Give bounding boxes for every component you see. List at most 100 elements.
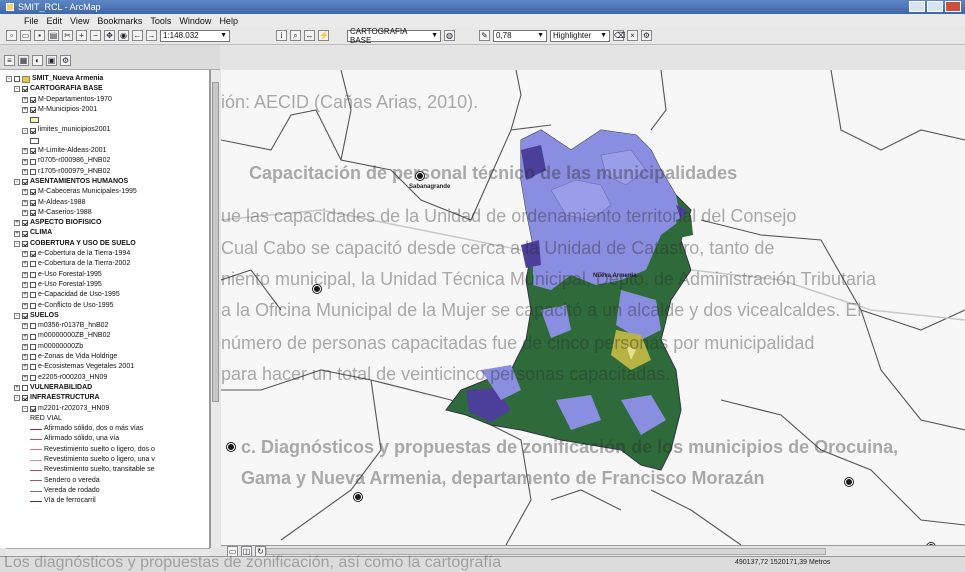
toc-row[interactable]: -COBERTURA Y USO DE SUELO: [6, 239, 207, 249]
toc-row[interactable]: +ASPECTO BIOFISICO: [6, 218, 207, 228]
toc-row[interactable]: -ASENTAMIENTOS HUMANOS: [6, 177, 207, 187]
list-by-visibility-icon[interactable]: ◐: [32, 55, 43, 66]
globe-icon[interactable]: ◍: [444, 30, 455, 41]
toc-row[interactable]: +e-Conflicto de Uso-1995: [6, 301, 207, 311]
expand-icon[interactable]: +: [22, 107, 28, 114]
menu-window[interactable]: Window: [179, 15, 212, 26]
toc-row[interactable]: -SUELOS: [6, 311, 207, 321]
layer-visibility-checkbox[interactable]: [22, 220, 28, 227]
toc-row[interactable]: [6, 136, 207, 146]
expand-icon[interactable]: +: [22, 251, 28, 258]
toc-row[interactable]: Afirmado sólido, dos o más vías: [6, 424, 207, 434]
layer-visibility-checkbox[interactable]: [22, 385, 28, 392]
city-marker[interactable]: [227, 443, 235, 451]
toc-row[interactable]: +M-Aldeas-1988: [6, 198, 207, 208]
expand-icon[interactable]: +: [22, 158, 28, 165]
layer-visibility-checkbox[interactable]: [22, 230, 28, 237]
toc-row[interactable]: -m2201-r202073_HN09: [6, 404, 207, 414]
toc-row[interactable]: +M-Cabeceras Municipales-1995: [6, 187, 207, 197]
expand-icon[interactable]: +: [22, 261, 28, 268]
collapse-icon[interactable]: -: [6, 76, 12, 83]
expand-icon[interactable]: +: [22, 96, 28, 103]
expand-icon[interactable]: +: [22, 323, 28, 330]
expand-icon[interactable]: +: [22, 148, 28, 155]
find-icon[interactable]: ⌕: [290, 30, 301, 41]
menu-tools[interactable]: Tools: [150, 15, 172, 26]
toc-row[interactable]: -SMIT_Nueva Armenia: [6, 74, 207, 84]
scale-combo[interactable]: 1:148.032▼: [160, 29, 230, 42]
layer-visibility-checkbox[interactable]: [14, 76, 20, 83]
expand-icon[interactable]: +: [22, 374, 28, 381]
expand-icon[interactable]: +: [22, 343, 28, 350]
toc-row[interactable]: -limites_municipios2001: [6, 125, 207, 135]
expand-icon[interactable]: +: [22, 364, 28, 371]
toc-row[interactable]: Vía de ferrocarril: [6, 496, 207, 506]
city-marker[interactable]: [845, 478, 853, 486]
toc-row[interactable]: +e-Cobertura de la Tierra-2002: [6, 259, 207, 269]
print-icon[interactable]: ▤: [48, 30, 59, 41]
clear-icon[interactable]: ×: [627, 30, 638, 41]
toc-row[interactable]: +r0705-r000986_HNB02: [6, 156, 207, 166]
layer-visibility-checkbox[interactable]: [30, 302, 36, 309]
measure-icon[interactable]: ↔: [304, 30, 315, 41]
hyperlink-icon[interactable]: ⚡: [318, 30, 329, 41]
minimize-button[interactable]: [909, 1, 925, 12]
layer-visibility-checkbox[interactable]: [30, 292, 36, 299]
city-marker[interactable]: [313, 285, 321, 293]
toc-row[interactable]: +M-Departamentos-1970: [6, 95, 207, 105]
layer-visibility-checkbox[interactable]: [30, 333, 36, 340]
toc-row[interactable]: +e-Uso Forestal-1995: [6, 270, 207, 280]
map-view[interactable]: ión: AECID (Cañas Arias, 2010). Capacita…: [221, 70, 965, 545]
layer-visibility-checkbox[interactable]: [22, 312, 28, 319]
collapse-icon[interactable]: -: [14, 395, 20, 402]
expand-icon[interactable]: +: [14, 230, 20, 237]
toc-row[interactable]: +m0356-r0137B_hnB02: [6, 321, 207, 331]
expand-icon[interactable]: +: [14, 385, 20, 392]
toc-row[interactable]: RED VIAL: [6, 414, 207, 424]
collapse-icon[interactable]: -: [14, 312, 20, 319]
pen-icon[interactable]: ✎: [479, 30, 490, 41]
layer-visibility-checkbox[interactable]: [30, 364, 36, 371]
identify-icon[interactable]: i: [276, 30, 287, 41]
toc-row[interactable]: [6, 115, 207, 125]
layer-visibility-checkbox[interactable]: [30, 374, 36, 381]
layer-visibility-checkbox[interactable]: [30, 210, 36, 216]
layer-visibility-checkbox[interactable]: [30, 158, 36, 165]
city-marker-sabanagrande[interactable]: [416, 172, 424, 180]
toc-row[interactable]: Revestimiento suelto, transitable se: [6, 465, 207, 475]
collapse-icon[interactable]: -: [14, 179, 20, 186]
settings-icon[interactable]: ⚙: [641, 30, 652, 41]
toc-row[interactable]: -CARTOGRAFIA BASE: [6, 84, 207, 94]
city-marker[interactable]: [354, 493, 362, 501]
toc-row[interactable]: +M-Municipios-2001: [6, 105, 207, 115]
layer-visibility-checkbox[interactable]: [22, 395, 28, 402]
layer-visibility-checkbox[interactable]: [30, 261, 36, 268]
toc-row[interactable]: +M-Limite-Aldeas-2001: [6, 146, 207, 156]
toc-vertical-scrollbar[interactable]: [210, 70, 220, 548]
layer-visibility-checkbox[interactable]: [22, 240, 28, 247]
forward-icon[interactable]: →: [146, 30, 157, 41]
back-icon[interactable]: ←: [132, 30, 143, 41]
layer-visibility-checkbox[interactable]: [30, 168, 36, 175]
scroll-thumb[interactable]: [212, 82, 219, 402]
maximize-button[interactable]: [927, 1, 943, 12]
zoom-out-icon[interactable]: −: [90, 30, 101, 41]
layer-combo[interactable]: CARTOGRAFIA BASE▼: [347, 27, 441, 45]
expand-icon[interactable]: +: [22, 282, 28, 289]
layer-visibility-checkbox[interactable]: [22, 179, 28, 186]
expand-icon[interactable]: +: [22, 292, 28, 299]
eraser-icon[interactable]: ⌫: [613, 30, 626, 41]
toc-row[interactable]: -INFRAESTRUCTURA: [6, 393, 207, 403]
expand-icon[interactable]: +: [22, 189, 28, 196]
style-combo[interactable]: Highlighter▼: [550, 29, 610, 42]
layer-visibility-checkbox[interactable]: [30, 148, 36, 155]
toc-row[interactable]: +m00000000Zb: [6, 342, 207, 352]
layer-visibility-checkbox[interactable]: [30, 354, 36, 361]
toc-row[interactable]: +m00000000ZB_HNB02: [6, 331, 207, 341]
toc-row[interactable]: Afirmado sólido, una vía: [6, 434, 207, 444]
layer-visibility-checkbox[interactable]: [30, 323, 36, 330]
toc-row[interactable]: +VULNERABILIDAD: [6, 383, 207, 393]
expand-icon[interactable]: +: [22, 210, 28, 216]
expand-icon[interactable]: +: [14, 220, 20, 227]
toc-row[interactable]: +e-Uso Forestal-1995: [6, 280, 207, 290]
